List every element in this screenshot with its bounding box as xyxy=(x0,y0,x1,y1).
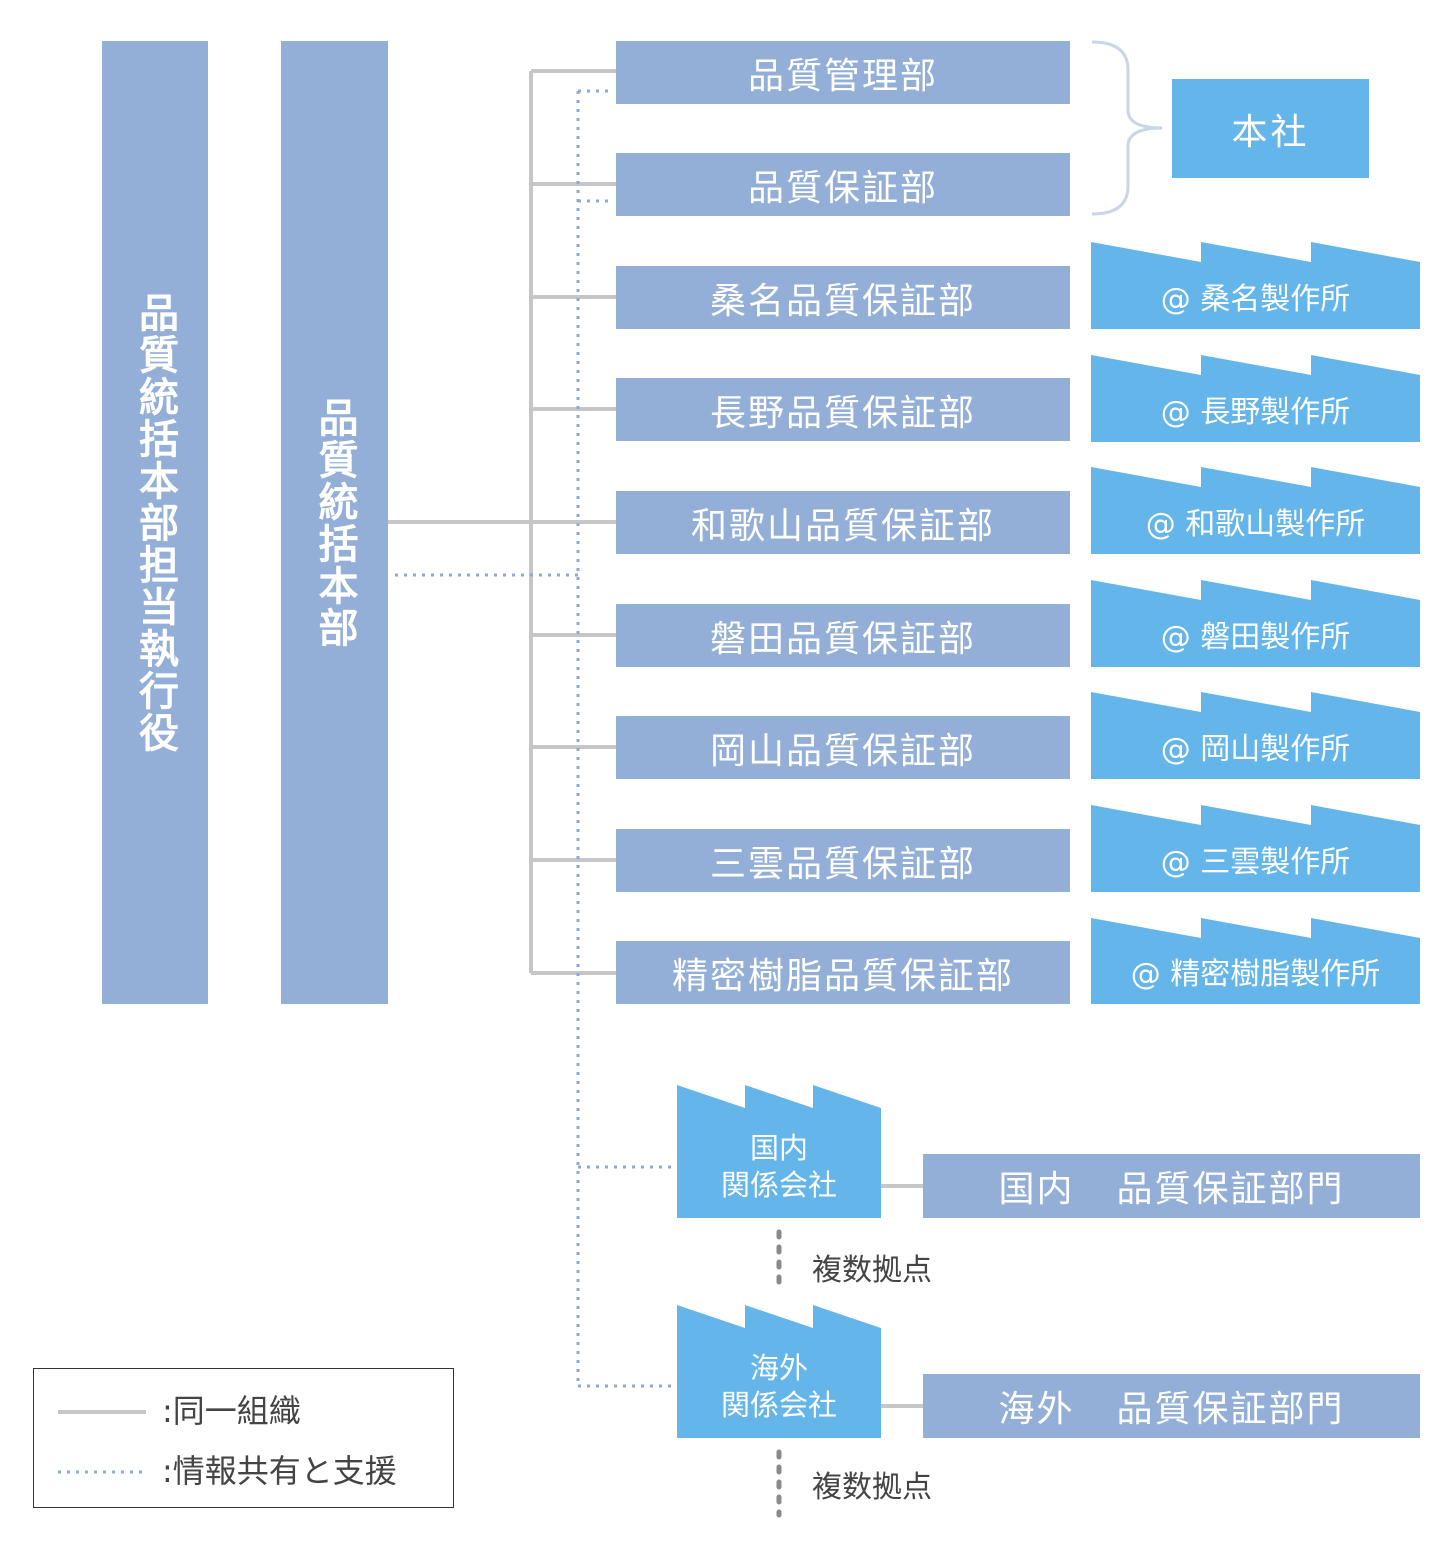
hq-box: 品質統括本部 xyxy=(281,41,388,1004)
factory-precision-resin: @ 精密樹脂製作所 xyxy=(1130,957,1381,992)
overseas-multi-sites: 複数拠点 xyxy=(812,1470,932,1505)
dept-okayama: 岡山品質保証部 xyxy=(616,716,1070,779)
executive-label: 品質統括本部担当執行役 xyxy=(132,291,178,754)
overseas-affiliates-label: 海外 関係会社 xyxy=(677,1350,881,1430)
legend-solid-label: :同一組織 xyxy=(162,1392,301,1430)
factory-nagano: @ 長野製作所 xyxy=(1160,394,1351,430)
factory-okayama: @ 岡山製作所 xyxy=(1160,731,1351,767)
legend-row-dotted: :情報共有と支援 xyxy=(34,1451,453,1491)
factory-shape xyxy=(1091,467,1420,554)
overseas-qa-division: 海外品質保証部門 xyxy=(923,1374,1420,1438)
legend-solid-line xyxy=(58,1410,146,1414)
factory-shape xyxy=(1091,805,1420,892)
legend-dotted-label: :情報共有と支援 xyxy=(162,1452,397,1490)
affiliate-factory-shape xyxy=(677,1085,881,1218)
factory-shape xyxy=(1091,692,1420,779)
overseas-qa-name: 品質保証部門 xyxy=(1116,1389,1345,1430)
hq-label: 品質統括本部 xyxy=(311,396,358,649)
factory-wakayama: @ 和歌山製作所 xyxy=(1145,506,1366,542)
overseas-affiliates-line2: 関係会社 xyxy=(720,1388,837,1422)
factory-shape xyxy=(1091,242,1420,329)
affiliate-factory-shape xyxy=(677,1305,881,1438)
domestic-qa-prefix: 国内 xyxy=(998,1169,1075,1210)
legend: :同一組織 :情報共有と支援 xyxy=(33,1368,454,1508)
factory-shape xyxy=(1091,355,1420,442)
factory-shape xyxy=(1091,918,1420,1004)
overseas-qa-prefix: 海外 xyxy=(998,1389,1075,1430)
factory-iwata: @ 磐田製作所 xyxy=(1160,619,1351,655)
domestic-qa-name: 品質保証部門 xyxy=(1116,1169,1345,1210)
factory-mikumo: @ 三雲製作所 xyxy=(1160,844,1351,880)
dept-iwata: 磐田品質保証部 xyxy=(616,604,1070,667)
dept-nagano: 長野品質保証部 xyxy=(616,378,1070,441)
domestic-affiliates-line1: 国内 xyxy=(749,1131,808,1165)
executive-box: 品質統括本部担当執行役 xyxy=(102,41,208,1004)
domestic-affiliates-label: 国内 関係会社 xyxy=(677,1130,881,1210)
dept-wakayama: 和歌山品質保証部 xyxy=(616,491,1070,554)
domestic-multi-sites: 複数拠点 xyxy=(812,1253,932,1288)
factory-kuwana: @ 桑名製作所 xyxy=(1160,281,1351,317)
dept-quality-management: 品質管理部 xyxy=(616,41,1070,104)
legend-dotted-line xyxy=(58,1470,146,1474)
domestic-qa-division: 国内品質保証部門 xyxy=(923,1154,1420,1218)
head-office-box: 本社 xyxy=(1172,79,1369,178)
dept-quality-assurance: 品質保証部 xyxy=(616,153,1070,216)
overseas-affiliates-line1: 海外 xyxy=(749,1351,808,1385)
head-office-brace xyxy=(1091,40,1163,216)
dept-precision-resin: 精密樹脂品質保証部 xyxy=(616,941,1070,1004)
factory-shape xyxy=(1091,580,1420,667)
dept-kuwana: 桑名品質保証部 xyxy=(616,266,1070,329)
domestic-affiliates-line2: 関係会社 xyxy=(720,1168,837,1202)
dept-mikumo: 三雲品質保証部 xyxy=(616,829,1070,892)
legend-row-solid: :同一組織 xyxy=(34,1391,453,1431)
